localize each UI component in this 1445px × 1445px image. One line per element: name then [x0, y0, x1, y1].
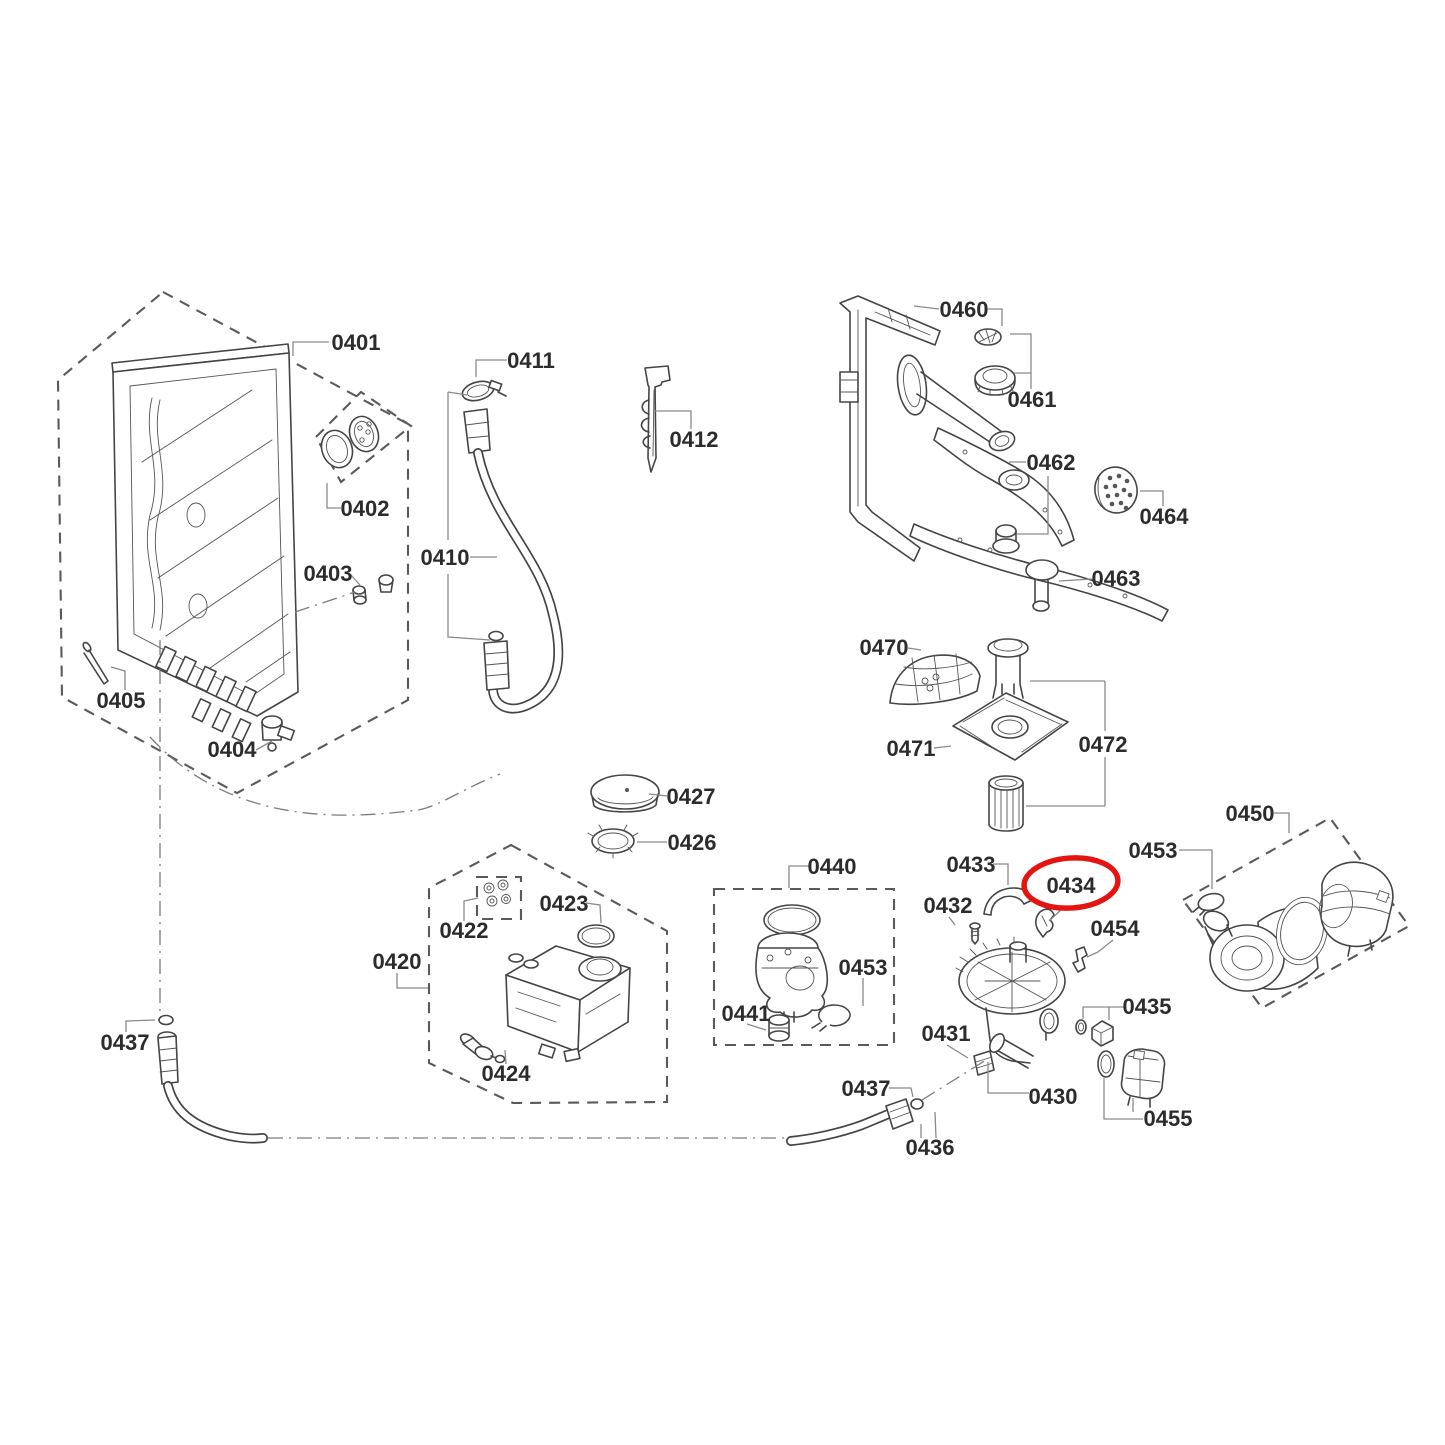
- part-label-0454: 0454: [1091, 916, 1141, 941]
- hose-0437-left-drawing: [157, 1014, 268, 1144]
- part-label-0412: 0412: [670, 427, 719, 452]
- part-label-0420: 0420: [373, 949, 422, 974]
- hose-clamp-0411-drawing: [461, 379, 507, 402]
- upper-spray-arm-0462-drawing: [933, 427, 1075, 554]
- standpipe-0472-drawing: [987, 638, 1029, 699]
- part-label-0433: 0433: [947, 852, 996, 877]
- door-seal-0402-drawing: [314, 390, 413, 484]
- part-label-0424: 0424: [482, 1061, 532, 1086]
- leader-lines: [110, 305, 1290, 1139]
- part-label-0437-bottom: 0437: [842, 1076, 891, 1101]
- clip-0433-drawing: [983, 887, 1033, 916]
- connection-lines: [149, 591, 987, 1139]
- cap-0427-drawing: [590, 774, 660, 813]
- lower-spray-arm-0463-drawing: [909, 523, 1169, 622]
- part-label-0450: 0450: [1226, 801, 1275, 826]
- clamp-0453-heater-drawing: [811, 1004, 851, 1032]
- part-label-0402: 0402: [341, 496, 390, 521]
- part-label-0432: 0432: [924, 893, 973, 918]
- part-label-0403: 0403: [304, 561, 353, 586]
- part-label-0427: 0427: [667, 784, 716, 809]
- part-label-0426: 0426: [668, 830, 717, 855]
- part-label-0461: 0461: [1008, 387, 1057, 412]
- connector-0431-drawing: [973, 1050, 995, 1076]
- fill-hose-0410-group: [461, 365, 671, 714]
- fitting-kit-0422-drawing: [475, 875, 523, 921]
- screw-0432-drawing: [969, 922, 981, 945]
- feed-tube-0462-drawing: [896, 354, 1016, 452]
- bracket-0454-drawing: [1072, 946, 1088, 973]
- mesh-filter-0470-drawing: [889, 653, 981, 706]
- part-label-0430: 0430: [1029, 1084, 1078, 1109]
- seal-ring-0426-drawing: [587, 824, 639, 859]
- fittings-0403-drawing: [352, 574, 394, 605]
- pin-0405-drawing: [82, 641, 109, 685]
- part-label-0434-highlighted: 0434: [1047, 873, 1097, 898]
- o-ring-0423-drawing: [577, 924, 615, 948]
- supply-duct-0460-drawing: [839, 295, 941, 562]
- part-label-0460: 0460: [940, 297, 989, 322]
- nut-kit-0461-drawing: [974, 328, 1016, 396]
- hose-0436-drawing: [786, 1098, 924, 1146]
- drain-hose-group: [157, 1014, 924, 1146]
- softener-box-0420: [427, 843, 669, 1105]
- clip-0434-drawing: [1035, 908, 1055, 938]
- heat-exchanger-box-0440: [712, 887, 896, 1047]
- part-label-0411: 0411: [507, 348, 555, 373]
- highlight-circle-0434: [1021, 855, 1121, 911]
- heat-exchanger-drawing: [755, 904, 829, 1023]
- part-label-0440: 0440: [808, 854, 857, 879]
- part-label-0470: 0470: [860, 635, 909, 660]
- spray-assembly-group: [839, 295, 1169, 622]
- circulation-pump-drawing: [1202, 861, 1394, 992]
- flat-filter-0471-drawing: [952, 692, 1069, 761]
- part-label-0471: 0471: [887, 736, 936, 761]
- salt-cap-group: [587, 774, 660, 859]
- part-label-0453-heater: 0453: [839, 955, 888, 980]
- part-label-0401: 0401: [332, 330, 381, 355]
- sump-assembly-group: [955, 887, 1166, 1108]
- part-label-0455: 0455: [1144, 1106, 1193, 1131]
- part-label-0431: 0431: [922, 1021, 971, 1046]
- part-label-0435: 0435: [1123, 994, 1172, 1019]
- part-label-0436: 0436: [906, 1135, 955, 1160]
- micro-filter-0472-drawing: [988, 775, 1024, 832]
- part-label-0462: 0462: [1027, 450, 1076, 475]
- part-label-0405: 0405: [97, 688, 146, 713]
- sump-0430-drawing: [955, 936, 1066, 1069]
- elbow-0424-drawing: [459, 1033, 506, 1064]
- strainer-disc-0464-drawing: [1094, 466, 1138, 514]
- plug-0441-drawing: [768, 1014, 790, 1042]
- clamp-0453-pump-drawing: [1192, 892, 1225, 916]
- drain-pump-0455-drawing: [1097, 1048, 1166, 1108]
- circulation-pump-box-0450: [1181, 816, 1411, 1010]
- part-label-0472: 0472: [1079, 732, 1128, 757]
- part-label-0404: 0404: [208, 737, 258, 762]
- valve-0404-drawing: [261, 715, 296, 752]
- filter-set-group: [889, 638, 1069, 832]
- softener-unit-drawing: [505, 945, 631, 1063]
- part-labels: 0401 0402 0403 0404 0405 0410 0411 0412 …: [97, 297, 1275, 1160]
- part-label-0441: 0441: [722, 1001, 771, 1026]
- part-label-0453-pump: 0453: [1129, 838, 1178, 863]
- part-label-0437-left: 0437: [101, 1030, 150, 1055]
- part-label-0410: 0410: [421, 545, 470, 570]
- part-label-0422: 0422: [440, 918, 489, 943]
- part-label-0464: 0464: [1140, 504, 1190, 529]
- part-label-0423: 0423: [540, 891, 589, 916]
- fitting-0435-drawing: [1075, 1019, 1114, 1047]
- door-assembly-box-0401: [56, 290, 413, 795]
- inner-door-panel-drawing: [111, 343, 299, 743]
- drain-spike-0412-drawing: [640, 365, 671, 473]
- part-label-0463: 0463: [1092, 566, 1141, 591]
- fill-hose-0410-drawing: [463, 408, 564, 714]
